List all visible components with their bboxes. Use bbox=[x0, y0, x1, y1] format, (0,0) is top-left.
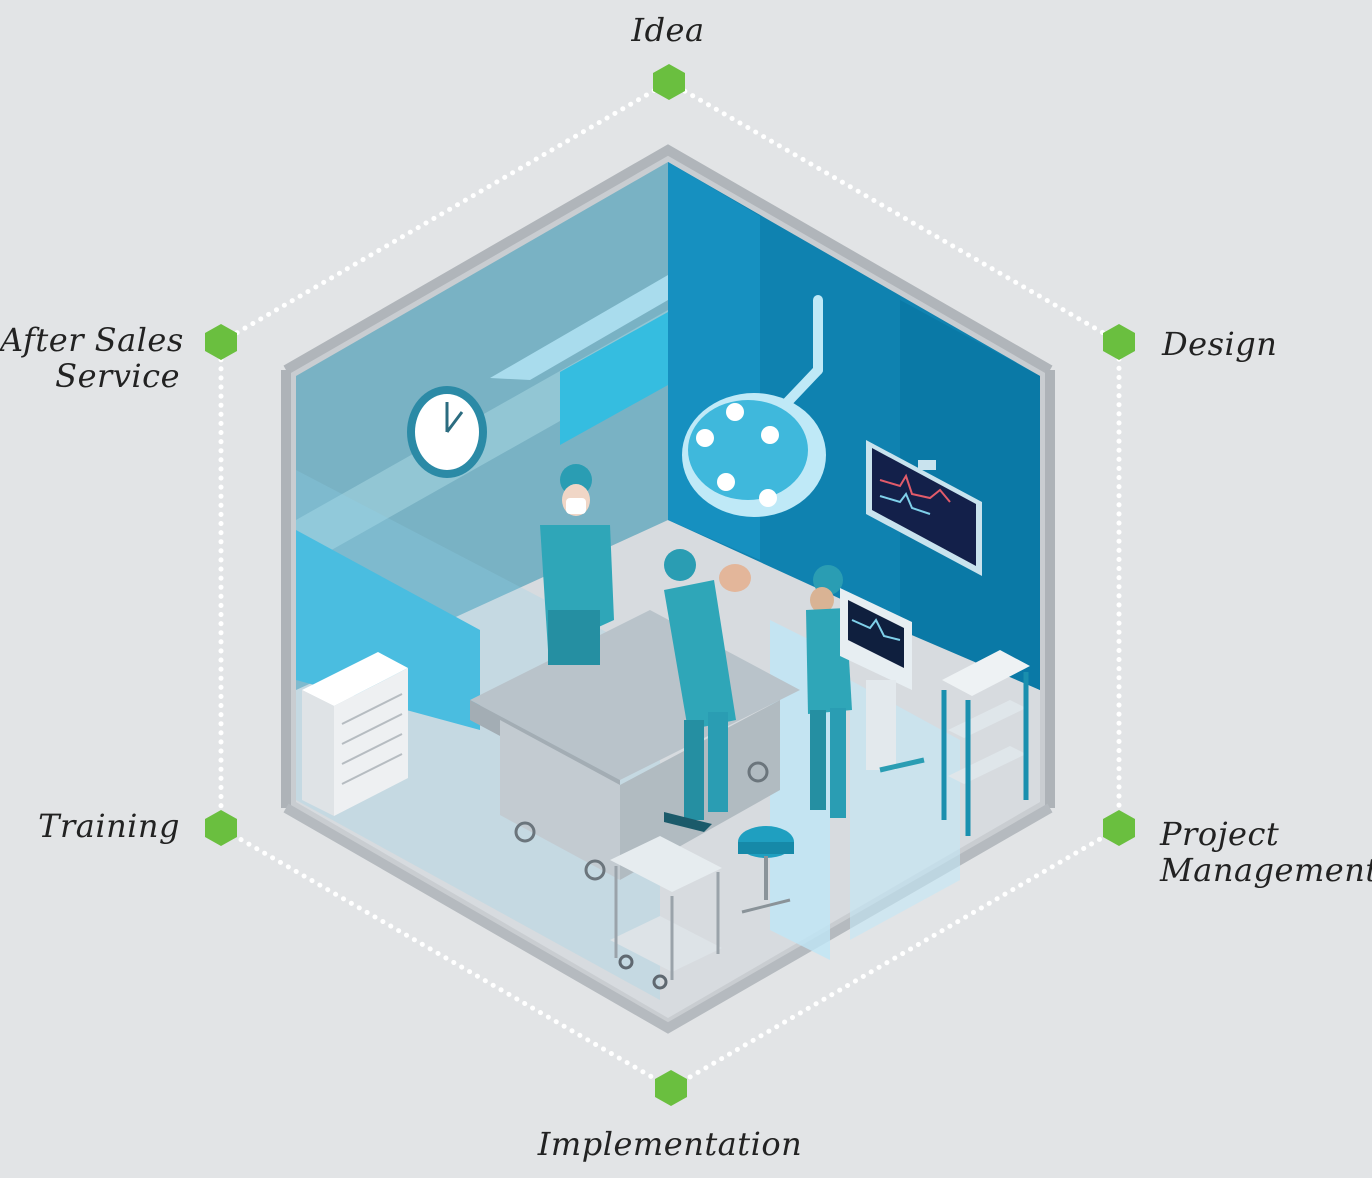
node-implementation bbox=[655, 1070, 687, 1106]
stage-label-after-sales-service: After Sales Service bbox=[0, 321, 184, 395]
stage-label-idea: Idea bbox=[608, 12, 728, 48]
surgeon-figure bbox=[664, 549, 751, 832]
trolley-icon bbox=[610, 836, 722, 990]
stage-label-training: Training bbox=[30, 808, 180, 844]
label-line: Idea bbox=[631, 11, 705, 49]
label-line: Service bbox=[55, 357, 180, 395]
monitor-icon bbox=[866, 440, 982, 576]
node-after-sales-service bbox=[205, 324, 237, 360]
label-line: Project bbox=[1160, 815, 1280, 853]
node-training bbox=[205, 810, 237, 846]
stool-icon bbox=[738, 826, 794, 914]
clock-icon bbox=[407, 386, 487, 478]
stage-nodes bbox=[205, 64, 1135, 1106]
surgical-lamp-icon bbox=[682, 295, 826, 517]
cabinet-icon bbox=[302, 652, 408, 816]
stage-label-project-management: Project Management bbox=[1160, 816, 1372, 888]
surgeon-figure bbox=[540, 464, 614, 665]
label-line: Implementation bbox=[537, 1125, 803, 1163]
stage-label-design: Design bbox=[1162, 326, 1277, 362]
node-idea bbox=[653, 64, 685, 100]
label-line: Training bbox=[38, 807, 180, 845]
node-project-management bbox=[1103, 810, 1135, 846]
label-line: Design bbox=[1162, 325, 1278, 363]
room bbox=[281, 144, 1055, 1034]
anesthesia-machine-icon bbox=[840, 588, 925, 773]
node-design bbox=[1103, 324, 1135, 360]
label-line: After Sales bbox=[0, 321, 184, 359]
shelf-icon bbox=[941, 650, 1030, 836]
stage-label-implementation: Implementation bbox=[520, 1126, 820, 1162]
label-line: Management bbox=[1160, 851, 1372, 889]
